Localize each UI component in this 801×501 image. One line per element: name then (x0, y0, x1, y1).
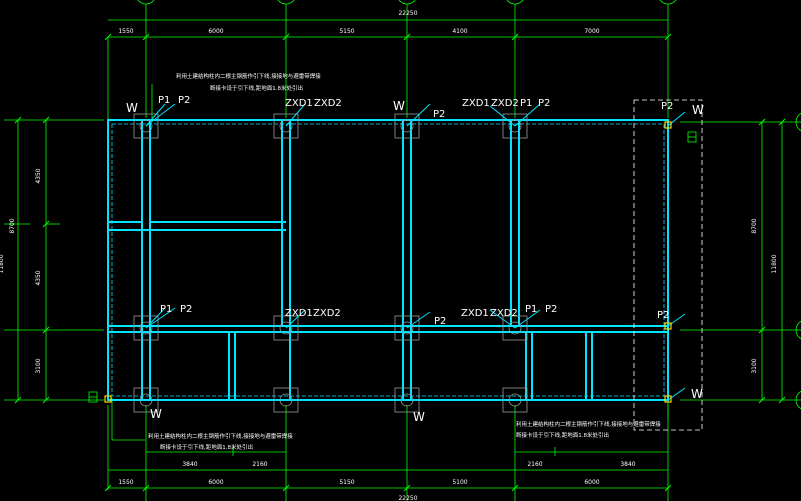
note-bottom-right-line2: 断接卡设于引下线,距地面1.8米处引出 (516, 431, 609, 439)
bottom-seg-4: 5100 (452, 479, 467, 486)
bottom-seg-2: 6000 (208, 479, 223, 486)
label-p1: P1 (520, 98, 532, 109)
label-p2: P2 (434, 316, 446, 327)
label-p2: P2 (178, 95, 190, 106)
label-zxd2: ZXD2 (491, 98, 519, 109)
label-w: W (692, 103, 704, 117)
column-squares (133, 113, 528, 413)
pointer-arrows (145, 103, 686, 401)
bottom-seg-5: 6000 (584, 479, 599, 486)
left-sub: 8700 (9, 218, 16, 233)
right-sub: 8700 (751, 218, 758, 233)
label-w: W (691, 387, 703, 401)
label-w: W (393, 99, 405, 113)
top-seg-3: 5150 (339, 28, 354, 35)
bottom-sub-left-1: 3840 (182, 461, 197, 468)
right-bottom: 3100 (751, 358, 758, 373)
roof-belt (107, 119, 669, 401)
label-p2: P2 (538, 98, 550, 109)
bottom-seg-1: 1550 (118, 479, 133, 486)
left-seg-3: 3100 (35, 358, 42, 373)
note-top-line1: 利用土建结构柱内二根主钢筋作引下线,接接地与避雷带焊接 (176, 72, 321, 80)
label-zxd1: ZXD1 (462, 98, 490, 109)
label-p2: P2 (433, 109, 445, 120)
grid-lines (4, 0, 801, 501)
label-zxd2: ZXD2 (313, 308, 341, 319)
top-total-dim: 22250 (398, 10, 417, 17)
dashed-boundary (633, 99, 703, 431)
label-zxd1: ZXD1 (285, 98, 313, 109)
label-p1: P1 (525, 304, 537, 315)
label-w: W (150, 407, 162, 421)
label-p1: P1 (160, 304, 172, 315)
test-box-icon (88, 131, 697, 403)
bottom-seg-3: 5150 (339, 479, 354, 486)
test-points (104, 121, 672, 403)
label-w: W (126, 101, 138, 115)
note-bottom-left-line1: 利用土建结构柱内二根主钢筋作引下线,接接地与避雷带焊接 (148, 432, 293, 440)
note-top-line2: 断接卡设于引下线,距地面1.8米处引出 (210, 84, 303, 92)
label-zxd1: ZXD1 (285, 308, 313, 319)
label-zxd2: ZXD2 (490, 308, 518, 319)
label-p2: P2 (661, 101, 673, 112)
label-zxd2: ZXD2 (314, 98, 342, 109)
top-seg-5: 7000 (584, 28, 599, 35)
label-p2: P2 (180, 304, 192, 315)
top-seg-4: 4100 (452, 28, 467, 35)
left-total: 11800 (0, 254, 5, 273)
label-p2: P2 (657, 310, 669, 321)
right-total: 11800 (771, 254, 778, 273)
dim-ticks (14, 33, 786, 492)
top-seg-1: 1550 (118, 28, 133, 35)
bottom-sub-left-2: 2160 (252, 461, 267, 468)
label-w: W (413, 410, 425, 424)
down-conductors (139, 119, 522, 407)
top-seg-2: 6000 (208, 28, 223, 35)
label-zxd1: ZXD1 (461, 308, 489, 319)
label-p2: P2 (545, 304, 557, 315)
left-seg-2: 4350 (35, 270, 42, 285)
label-p1: P1 (158, 95, 170, 106)
bottom-sub-right-1: 2160 (527, 461, 542, 468)
left-seg-1: 4350 (35, 168, 42, 183)
note-bottom-right-line1: 利用土建结构柱内二根主钢筋作引下线,接接地与避雷带焊接 (516, 420, 661, 428)
note-bottom-left-line2: 断接卡设于引下线,距地面1.8米处引出 (160, 443, 253, 451)
bottom-total-dim: 22250 (398, 495, 417, 501)
bottom-sub-right-2: 3840 (620, 461, 635, 468)
